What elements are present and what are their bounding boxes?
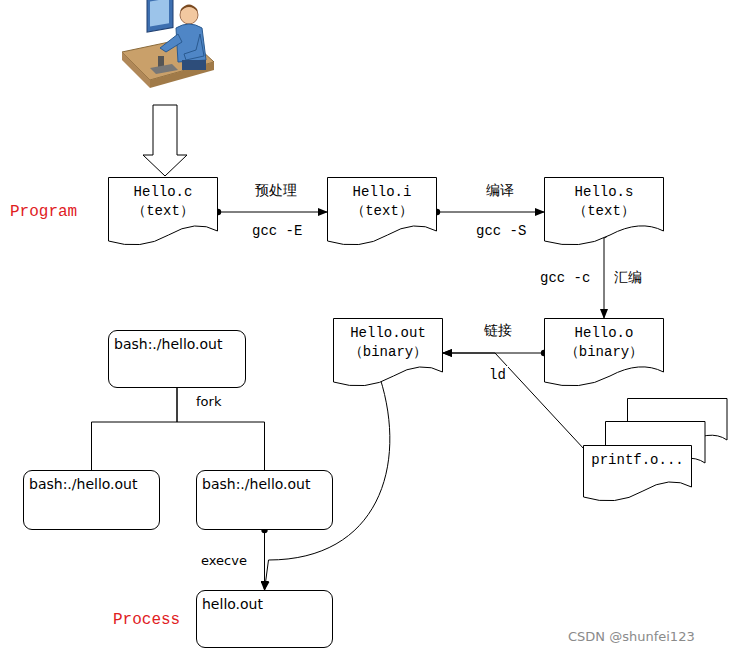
node-title: Hello.out (350, 324, 426, 343)
connector (218, 212, 327, 213)
connector (177, 388, 265, 470)
object-file: Hello.o（binary） (544, 318, 664, 386)
syscall-label: fork (194, 393, 223, 411)
node-title: Hello.o (575, 324, 634, 343)
executable-file: Hello.out（binary） (333, 318, 443, 386)
node-subtitle: （text） (573, 202, 635, 221)
edge-label: 预处理 (253, 181, 299, 199)
node-title: Hello.i (353, 183, 412, 202)
edge-label: 链接 (482, 321, 514, 339)
connector (264, 530, 265, 590)
edge-label: 汇编 (612, 268, 644, 286)
parent-process: bash:./hello.out (23, 470, 160, 530)
hollow-arrow (143, 105, 187, 176)
preprocessed-file: Hello.i（text） (327, 177, 437, 245)
edge-label: 编译 (484, 181, 516, 199)
user-icon (122, 0, 214, 88)
command-label: ld (487, 366, 508, 384)
assembly-file: Hello.s（text） (544, 177, 664, 245)
edge-label: execve (199, 552, 249, 570)
node-subtitle: （binary） (565, 343, 643, 362)
node-title: hello.out (202, 595, 263, 613)
watermark: CSDN @shunfei123 (566, 628, 697, 646)
command-label: gcc -S (474, 222, 528, 240)
node-subtitle: （binary） (349, 343, 427, 362)
connector (92, 388, 178, 470)
connector (437, 212, 544, 213)
connector (604, 235, 605, 318)
stage-label: Process (111, 611, 182, 629)
node-title: printf.o... (591, 451, 683, 470)
child-process: bash:./hello.out (196, 470, 333, 530)
node-title: bash:./hello.out (29, 475, 137, 493)
source-file: Hello.c（text） (108, 177, 218, 245)
program-process: hello.out (196, 590, 333, 648)
node-subtitle: （text） (351, 202, 413, 221)
shell-process: bash:./hello.out (108, 330, 246, 388)
node-title: bash:./hello.out (202, 475, 310, 493)
command-label: gcc -c (538, 269, 592, 287)
stage-label: Program (8, 203, 79, 221)
node-subtitle: （text） (132, 202, 194, 221)
node-title: bash:./hello.out (114, 335, 222, 353)
command-label: gcc -E (250, 222, 304, 240)
node-title: Hello.c (134, 183, 193, 202)
library-file: printf.o... (583, 445, 692, 501)
node-title: Hello.s (575, 183, 634, 202)
